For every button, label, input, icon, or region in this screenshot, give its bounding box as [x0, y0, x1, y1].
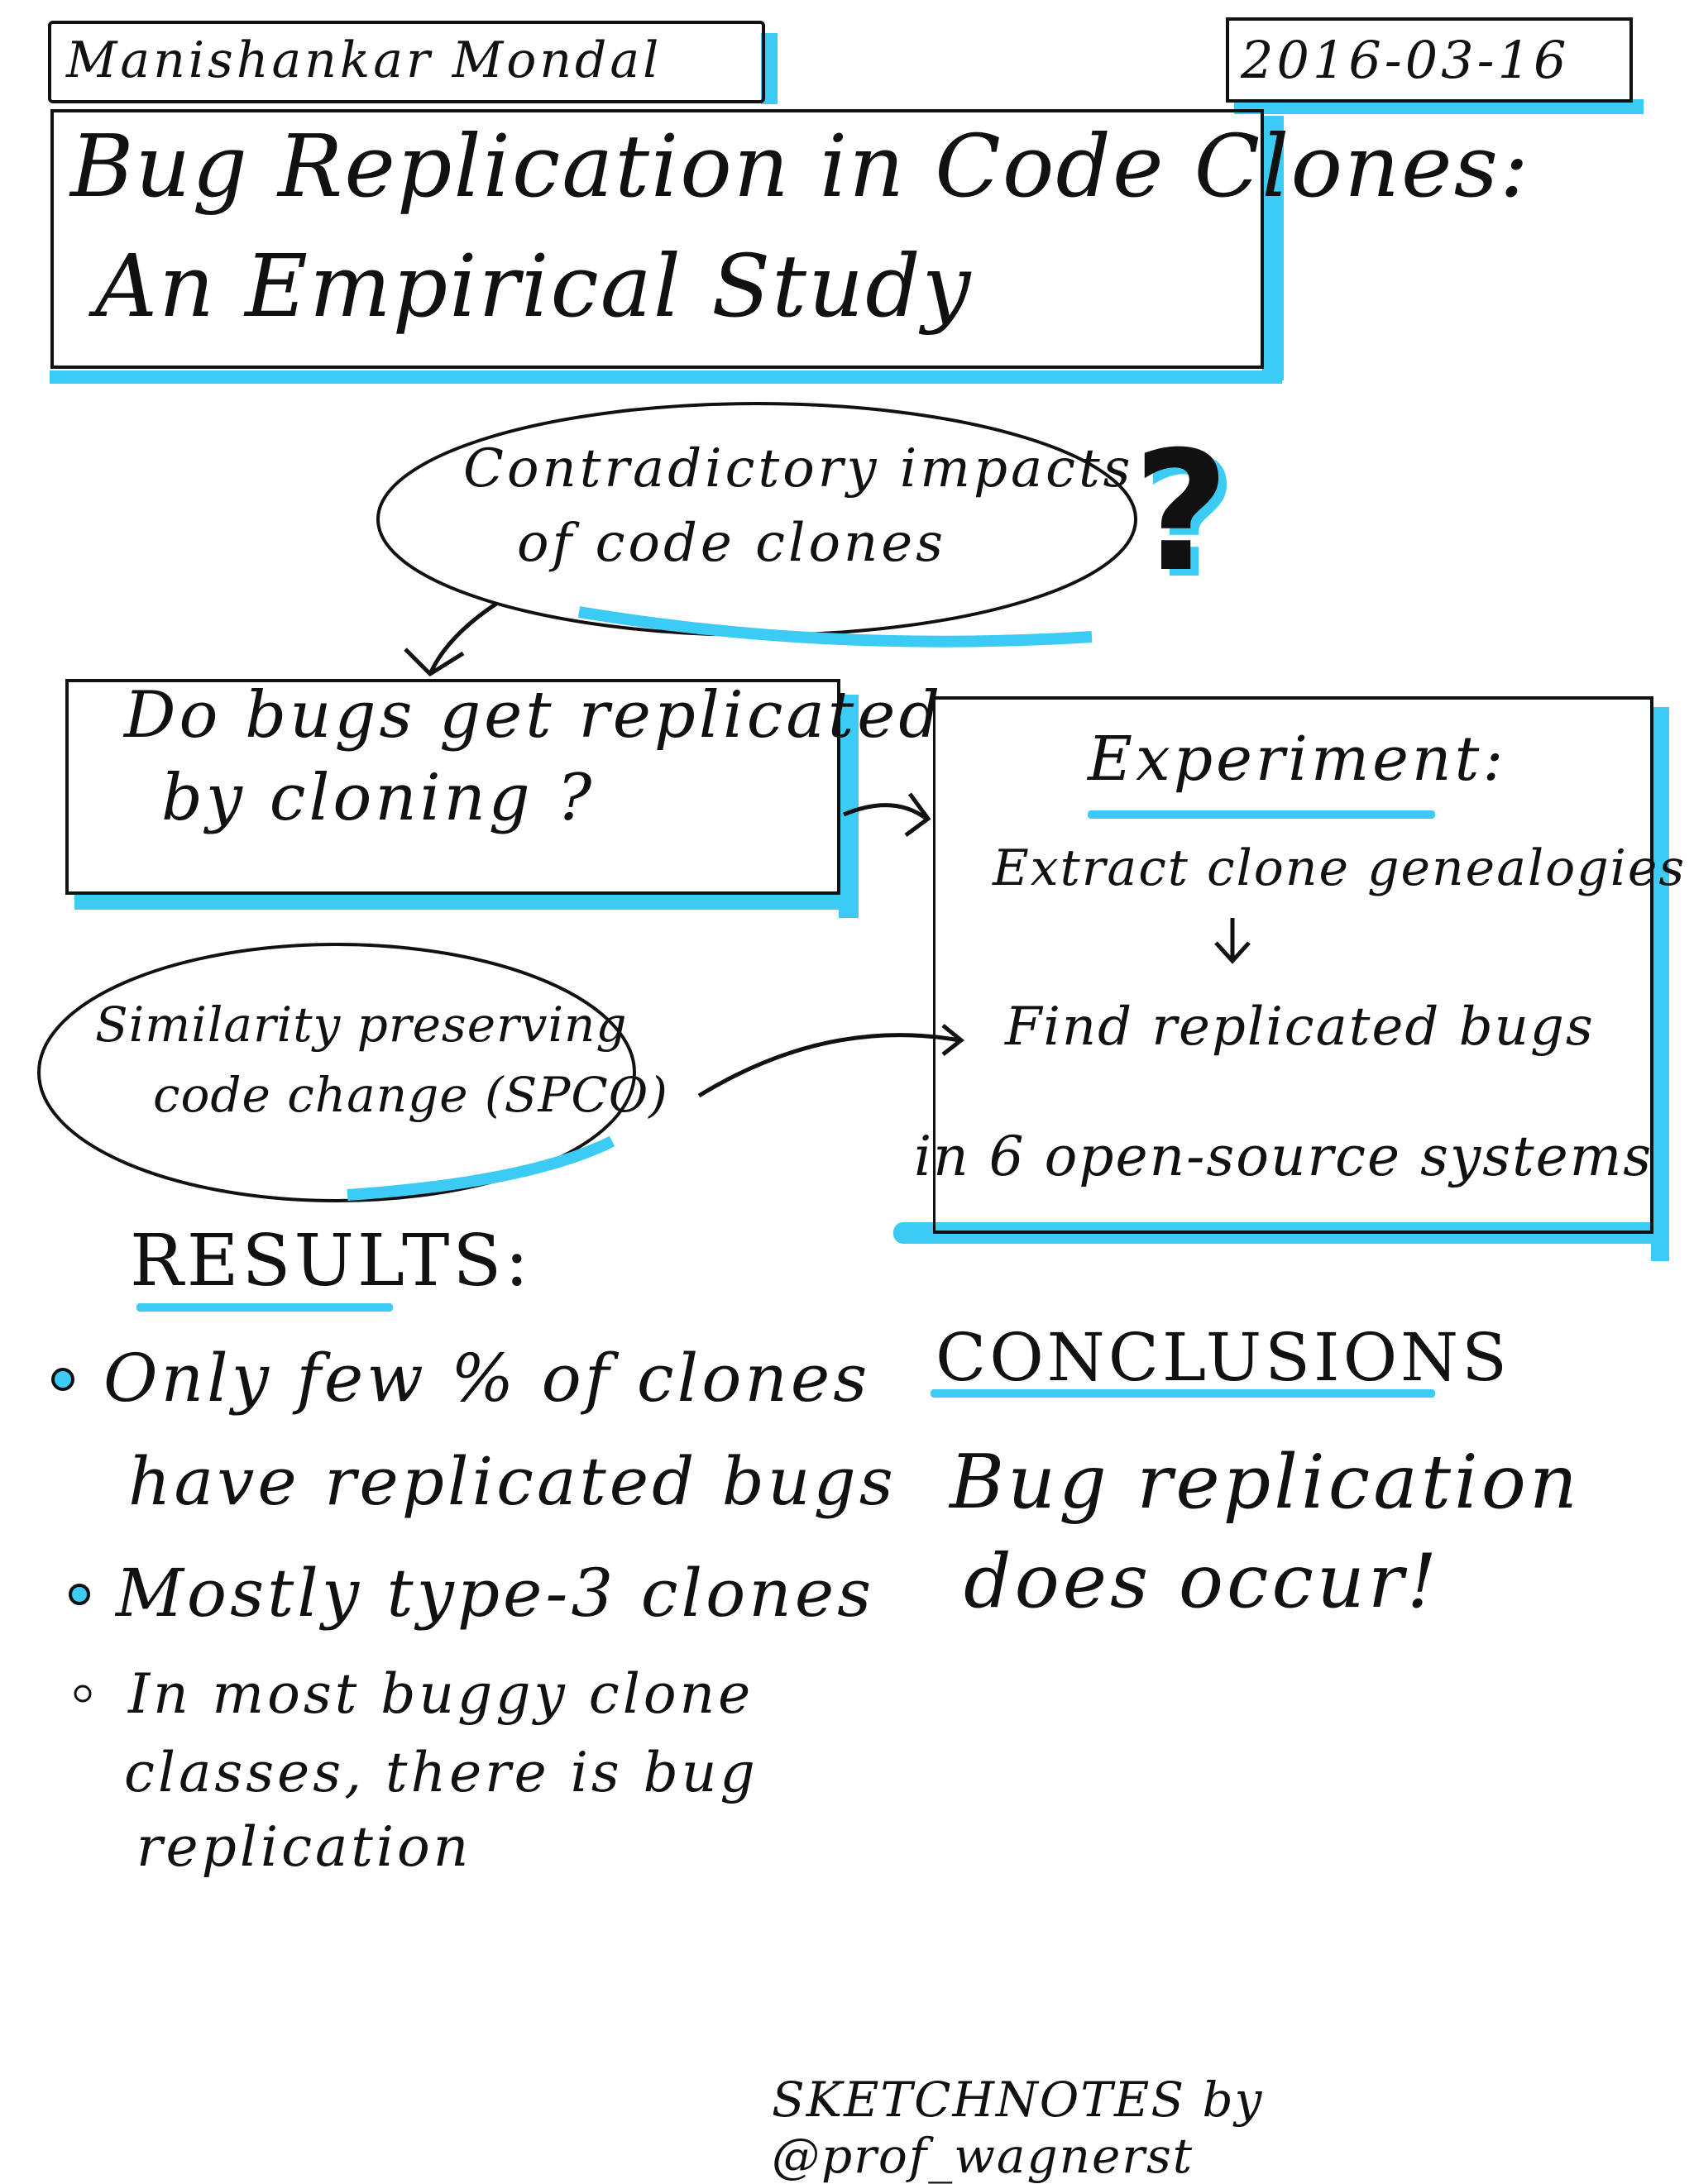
question-box	[65, 679, 840, 895]
experiment-scope: in 6 open-source systems	[914, 1125, 1653, 1188]
footer-credit: SKETCHNOTES by @prof_wagnerst	[772, 2072, 1264, 2184]
conclusion-line2: does occur!	[964, 1538, 1441, 1625]
spco-cloud	[37, 943, 636, 1202]
result-1-line1: Only few % of clones	[103, 1340, 871, 1417]
experiment-step-extract: Extract clone genealogies	[993, 839, 1687, 897]
motivation-line1: Contradictory impacts	[463, 438, 1134, 499]
experiment-box	[933, 696, 1653, 1234]
arrow-down-to-question	[404, 601, 498, 677]
spco-line1: Similarity preserving	[95, 996, 628, 1053]
title-line1: Bug Replication in Code Clones:	[70, 116, 1530, 217]
bullet-3	[74, 1685, 92, 1703]
question-box-shadow	[839, 695, 859, 918]
title-box	[50, 109, 1264, 369]
result-3-line1: In most buggy clone	[128, 1662, 754, 1726]
conclusions-heading: CONCLUSIONS	[936, 1319, 1510, 1396]
motivation-line2: of code clones	[517, 513, 946, 574]
results-heading-underline	[136, 1303, 393, 1312]
sketch-strokes	[37, 402, 1251, 1703]
date-box	[1226, 17, 1633, 103]
experiment-box-shadow	[1651, 707, 1669, 1261]
experiment-heading: Experiment:	[1088, 724, 1507, 795]
spco-cloud-shadow	[347, 1135, 615, 1201]
arrow-spco-to-experiment	[697, 1024, 965, 1098]
result-1-line2: have replicated bugs	[128, 1443, 897, 1520]
conclusions-heading-underline	[931, 1389, 1435, 1398]
date-box-shadow	[1234, 99, 1644, 114]
experiment-step-find: Find replicated bugs	[1005, 996, 1595, 1058]
arrow-question-to-experiment	[843, 792, 931, 838]
question-line1: Do bugs get replicated	[124, 678, 944, 753]
conclusion-line1: Bug replication	[950, 1439, 1581, 1526]
arrow-step-down	[1214, 918, 1251, 964]
result-3-line2: classes, there is bug	[124, 1741, 758, 1804]
question-mark-icon: ?	[1133, 416, 1230, 609]
title-box-shadow	[1262, 116, 1284, 380]
question-line2: by cloning ?	[161, 761, 596, 835]
question-box-shadow-bottom	[74, 895, 857, 910]
motivation-cloud-shadow	[577, 606, 1093, 648]
title-line2: An Empirical Study	[95, 236, 973, 337]
author-box	[48, 21, 765, 103]
result-2-line1: Mostly type-3 clones	[116, 1555, 875, 1632]
experiment-heading-underline	[1088, 810, 1435, 819]
results-heading: RESULTS:	[130, 1220, 533, 1302]
date: 2016-03-16	[1241, 30, 1570, 90]
result-3-line3: replication	[136, 1815, 472, 1879]
title-box-shadow-bottom	[50, 370, 1282, 384]
spco-line2: code change (SPCO)	[153, 1067, 668, 1123]
author-box-shadow	[761, 33, 778, 104]
bullet-2	[69, 1584, 90, 1605]
bullet-1	[51, 1368, 74, 1391]
author-name: Manishankar Mondal	[66, 31, 663, 89]
